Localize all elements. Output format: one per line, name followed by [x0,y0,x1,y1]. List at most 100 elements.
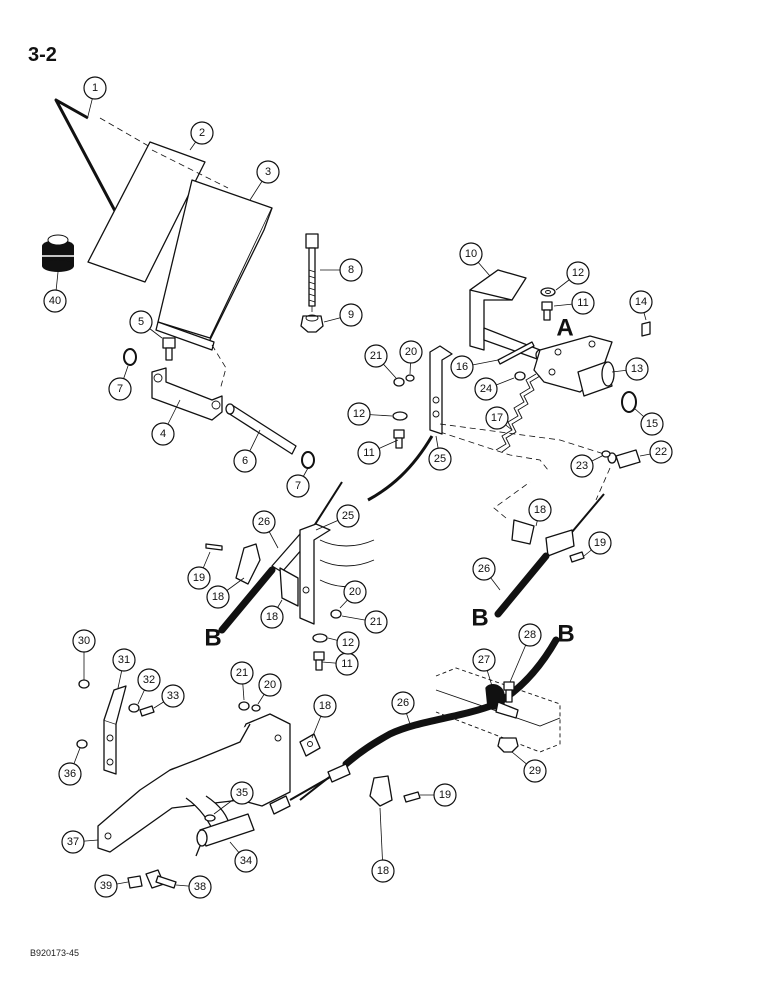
callout-circle [649,440,673,464]
callout-number: 16 [456,361,468,373]
pedal-mount-bracket [151,367,223,421]
callout-number: 20 [405,346,417,358]
nut-21-lower [238,701,250,711]
lower-channel [435,667,561,753]
bolt-33 [139,705,155,717]
callout-circle [518,623,542,647]
callout-circle [43,289,67,313]
nut-32 [128,703,140,713]
callout-number: 18 [377,865,389,877]
callout-12: 12 [327,631,360,655]
callout-24: 24 [474,377,515,401]
callout-number: 24 [480,383,492,395]
callout-18: 18 [528,498,552,527]
callout-31: 31 [112,648,136,689]
cable-clamp [485,683,519,719]
callout-1: 1 [83,76,107,117]
callout-number: 21 [370,616,382,628]
callout-number: 34 [240,855,252,867]
callout-circle [252,510,276,534]
washer-12-upper [540,287,556,297]
callout-29: 29 [511,751,547,783]
callout-number: 25 [434,453,446,465]
callout-5: 5 [129,310,163,339]
callout-11: 11 [321,652,359,676]
center-cable-assembly [218,481,343,634]
callout-23: 23 [570,454,603,478]
callout-number: 21 [236,667,248,679]
callout-number: 12 [572,267,584,279]
callout-circle [151,422,175,446]
callout-circle [428,447,452,471]
callout-circle [108,377,132,401]
callout-4: 4 [151,399,181,446]
lower-upright-bracket [279,523,375,625]
lock-nut [300,314,324,333]
callout-11: 11 [357,439,399,465]
callout-circle [523,759,547,783]
callout-number: 32 [143,674,155,686]
bolt-19-left [205,543,223,551]
callout-number: 26 [478,563,490,575]
nut-29 [497,737,519,753]
callout-25: 25 [428,435,452,471]
callout-number: 19 [439,789,451,801]
callout-26: 26 [252,510,279,549]
callout-30: 30 [72,629,96,680]
callout-13: 13 [611,357,649,381]
callout-number: 8 [348,264,354,276]
lower-cable-clip-18-upper [299,733,321,757]
callout-circle [588,531,612,555]
callout-number: 17 [491,412,503,424]
callout-26: 26 [391,691,415,725]
washer-20-lower [251,704,261,712]
callout-20: 20 [257,673,282,705]
callout-circle [474,377,498,401]
bolt-28 [503,681,515,703]
callout-number: 11 [363,447,374,459]
callout-number: 7 [117,383,123,395]
callout-circle [190,121,214,145]
callout-18: 18 [371,807,395,883]
bolt-19-right [569,551,585,563]
callout-20: 20 [399,340,423,375]
washer-30 [78,679,90,689]
callout-circle [83,76,107,100]
callout-circle [112,648,136,672]
callout-number: 14 [635,296,647,308]
callout-9: 9 [323,303,363,327]
pivot-shaft [225,403,297,455]
callout-circle [286,474,310,498]
cotter-pin [497,341,535,365]
callout-38: 38 [175,875,212,899]
callout-3: 3 [249,160,280,201]
callout-7: 7 [286,467,310,498]
bolt-11-mid [393,429,405,449]
callout-number: 18 [212,591,224,603]
callout-number: 31 [118,654,130,666]
callout-circle [357,441,381,465]
bushing [621,391,637,413]
callout-21: 21 [230,661,254,701]
callout-circle [336,504,360,528]
callout-21: 21 [364,344,397,379]
callout-circle [629,290,653,314]
callout-19: 19 [420,783,457,807]
lower-support-plate [103,685,127,775]
washer-12-lower [312,633,328,643]
callout-11: 11 [553,291,595,315]
callout-18: 18 [206,577,245,609]
callout-number: 2 [199,127,205,139]
washer-12-mid [392,411,408,421]
callout-circle [566,261,590,285]
callout-number: 7 [295,480,301,492]
callout-circle [485,406,509,430]
callout-circle [234,849,258,873]
callout-circle [336,631,360,655]
lever-plate [533,335,615,397]
pedal [155,179,273,351]
pedal-upright-bracket [429,345,453,435]
nut-36 [76,739,88,749]
callout-25: 25 [315,504,360,531]
